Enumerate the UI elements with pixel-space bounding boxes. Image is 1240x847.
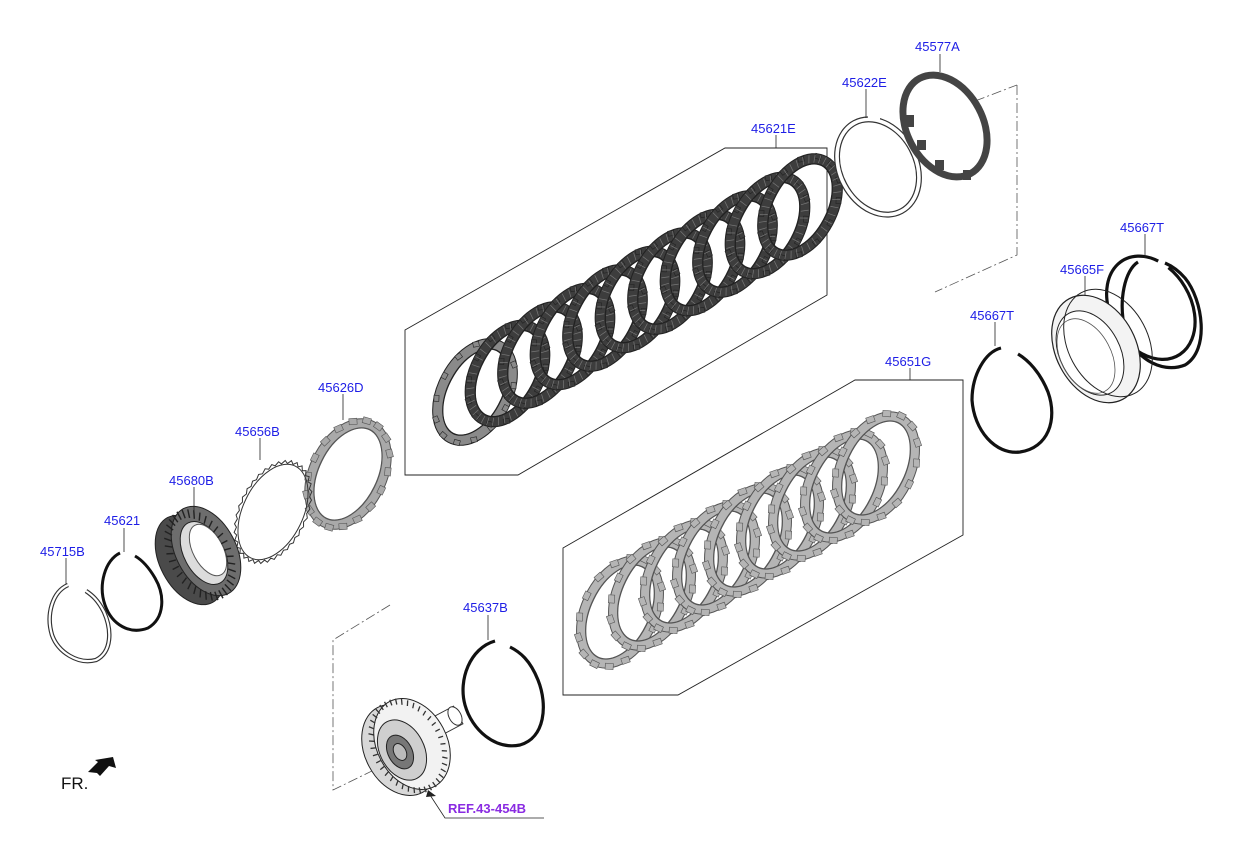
- label-45656B[interactable]: 45656B: [235, 424, 280, 439]
- steel-plate: [605, 536, 699, 652]
- steel-plate: [829, 410, 923, 526]
- assembly-axis-line-upper: [934, 85, 1018, 293]
- label-45667T-top[interactable]: 45667T: [1120, 220, 1164, 235]
- piston-45665F: [1051, 288, 1153, 404]
- label-45577A[interactable]: 45577A: [915, 39, 960, 54]
- friction-disc: [562, 263, 648, 373]
- snap-ring-45667T: [970, 346, 1054, 454]
- friction-disc-stack: [432, 152, 843, 447]
- steel-plate: [573, 554, 667, 670]
- leader-ref: [429, 794, 544, 819]
- steel-plate: [765, 446, 859, 562]
- friction-disc: [497, 300, 583, 410]
- label-45667T[interactable]: 45667T: [970, 308, 1014, 323]
- plate-teeth: [302, 416, 394, 532]
- label-45665F[interactable]: 45665F: [1060, 262, 1104, 277]
- snap-ring-45715B: [47, 582, 112, 664]
- assembly-axis-line-lower: [332, 604, 391, 791]
- steel-plate: [637, 518, 731, 634]
- retaining-ring-45577A: [899, 71, 991, 181]
- drum-spline-teeth: [368, 698, 448, 794]
- friction-disc-group-box: [404, 147, 828, 476]
- label-45622E[interactable]: 45622E: [842, 75, 887, 90]
- friction-disc: [724, 171, 811, 280]
- hub-spline-teeth: [164, 509, 236, 601]
- leader-ref-arrowhead: [426, 790, 436, 797]
- label-45626D[interactable]: 45626D: [318, 380, 364, 395]
- label-45621E[interactable]: 45621E: [751, 121, 796, 136]
- wave-spring-45656B: [233, 459, 313, 565]
- front-arrow-icon: [88, 757, 116, 776]
- snap-ring-45637B: [461, 639, 545, 748]
- clutch-drum-assembly: [361, 698, 464, 796]
- front-marker-text: FR.: [61, 774, 88, 793]
- steel-plate: [701, 482, 795, 598]
- steel-plate-group-box: [562, 379, 964, 696]
- plate-45626D: [302, 416, 394, 532]
- assembly-axis-line-upper-2: [974, 84, 1018, 102]
- steel-plate: [797, 428, 891, 544]
- label-45715B[interactable]: 45715B: [40, 544, 85, 559]
- reference-label[interactable]: REF.43-454B: [448, 801, 526, 816]
- steel-plate-stack: [573, 410, 923, 670]
- friction-disc: [627, 226, 713, 336]
- label-45680B[interactable]: 45680B: [169, 473, 214, 488]
- label-45651G[interactable]: 45651G: [885, 354, 931, 369]
- friction-disc: [432, 337, 518, 447]
- hub-45680B: [154, 505, 242, 606]
- friction-disc: [757, 152, 843, 262]
- label-45637B[interactable]: 45637B: [463, 600, 508, 615]
- wave-spring-outline: [233, 459, 313, 565]
- steel-plate: [733, 464, 827, 580]
- snap-ring-45621: [100, 551, 164, 632]
- friction-disc: [529, 282, 616, 391]
- label-45621[interactable]: 45621: [104, 513, 140, 528]
- steel-plate: [669, 500, 763, 616]
